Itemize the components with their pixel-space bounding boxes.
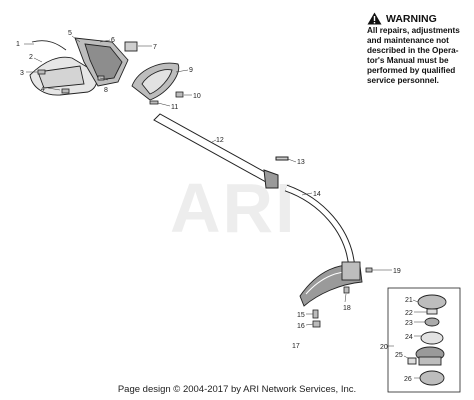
warning-line: performed by qualified xyxy=(367,66,456,75)
lower-tube xyxy=(284,184,356,271)
callout-18: 18 xyxy=(343,305,351,312)
callout-9: 9 xyxy=(189,67,193,74)
callout-19: 19 xyxy=(393,268,401,275)
leader-lines xyxy=(24,35,427,379)
footer-copyright: Page design © 2004-2017 by ARI Network S… xyxy=(117,384,357,395)
callout-12: 12 xyxy=(216,137,224,144)
handle-cover xyxy=(131,62,180,101)
trimmer-guard xyxy=(299,261,363,307)
warning-notice: WARNING All repairs, adjustments and mai… xyxy=(367,12,467,86)
callout-21: 21 xyxy=(405,297,413,304)
callout-20: 20 xyxy=(380,344,388,351)
callout-11: 11 xyxy=(171,104,178,111)
callout-4: 4 xyxy=(41,86,45,93)
callout-8: 8 xyxy=(104,87,108,94)
callout-2: 2 xyxy=(29,54,33,61)
callout-3: 3 xyxy=(20,70,24,77)
warning-line: service personnel. xyxy=(367,76,439,85)
callout-26: 26 xyxy=(404,376,412,383)
warning-line: All repairs, adjustments xyxy=(367,26,460,35)
callout-23: 23 xyxy=(405,320,413,327)
callout-24: 24 xyxy=(405,334,413,341)
warning-line: described in the Opera- xyxy=(367,46,459,55)
warning-header: WARNING xyxy=(367,12,467,25)
callout-25: 25 xyxy=(395,352,403,359)
callout-16: 16 xyxy=(297,323,305,330)
warning-body: All repairs, adjustments and maintenance… xyxy=(367,26,467,86)
upper-tube xyxy=(153,113,289,189)
callout-labels: 1234567891011121314151617181920212223242… xyxy=(16,30,413,383)
warning-title: WARNING xyxy=(386,12,437,25)
callout-17: 17 xyxy=(292,343,300,350)
callout-14: 14 xyxy=(313,191,321,198)
handle-assembly xyxy=(29,37,138,96)
warning-line: and maintenance not xyxy=(367,36,449,45)
callout-22: 22 xyxy=(405,310,413,317)
callout-6: 6 xyxy=(111,37,115,44)
callout-5: 5 xyxy=(68,30,72,37)
callout-7: 7 xyxy=(153,44,157,51)
callout-10: 10 xyxy=(193,93,201,100)
trimmer-head-assembly xyxy=(387,287,461,393)
callout-13: 13 xyxy=(297,159,305,166)
callout-1: 1 xyxy=(16,41,20,48)
warning-triangle-icon xyxy=(367,12,382,25)
warning-line: tor's Manual must be xyxy=(367,56,449,65)
callout-15: 15 xyxy=(297,312,305,319)
